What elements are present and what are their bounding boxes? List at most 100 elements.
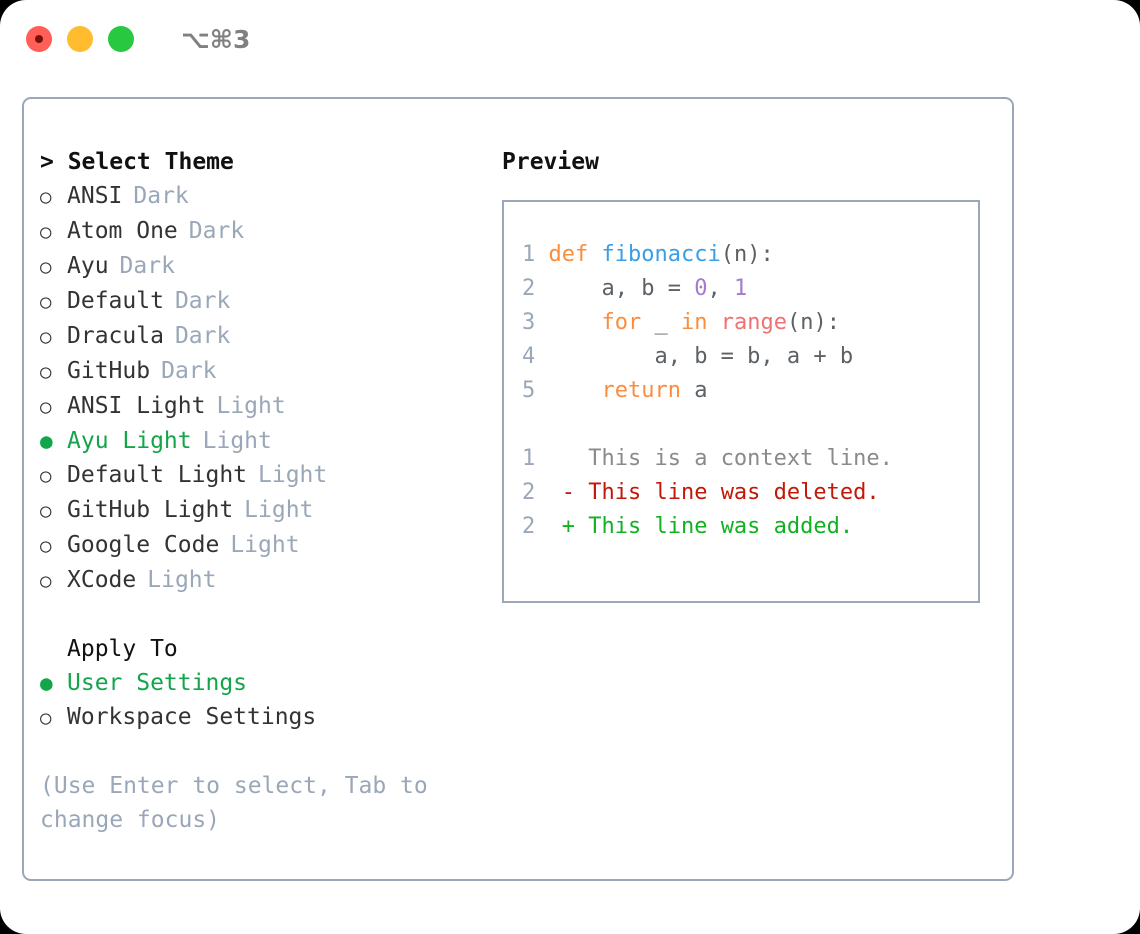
radio-unselected-icon: ○ [40, 535, 52, 557]
radio-unselected-icon: ○ [40, 707, 52, 729]
code-token: return [601, 378, 681, 403]
theme-option[interactable]: ○ Default Dark [40, 284, 470, 319]
theme-option-label: ANSI [67, 183, 123, 209]
radio-selected-icon: ● [40, 671, 53, 695]
diff-line: 2 - This line was deleted. [522, 476, 978, 510]
close-button[interactable] [26, 26, 52, 52]
minimize-button[interactable] [67, 26, 93, 52]
line-number: 2 [522, 514, 562, 539]
code-token: for [601, 310, 642, 335]
theme-option-label: Ayu [67, 253, 109, 279]
theme-option-tag: Light [244, 497, 314, 523]
theme-option-tag: Light [258, 462, 328, 488]
diff-line: 2 + This line was added. [522, 510, 978, 544]
code-token: def [548, 242, 602, 267]
apply-to-heading: Apply To [67, 636, 178, 662]
radio-unselected-icon: ○ [40, 186, 52, 208]
code-token [549, 378, 602, 403]
theme-option[interactable]: ○ Dracula Dark [40, 319, 470, 354]
apply-to-option[interactable]: ○ Workspace Settings [40, 700, 470, 735]
theme-option[interactable]: ○ XCode Light [40, 563, 470, 598]
radio-unselected-icon: ○ [40, 221, 52, 243]
diff-line-text: This is a context line. [561, 446, 893, 471]
theme-option[interactable]: ○ ANSI Dark [40, 179, 470, 214]
code-token: 0 [694, 276, 708, 301]
select-theme-heading: > Select Theme [40, 149, 234, 175]
code-line: 2 a, b = 0, 1 [522, 272, 978, 306]
apply-to-option-label: User Settings [67, 670, 248, 696]
code-token: (n): [786, 310, 840, 335]
radio-unselected-icon: ○ [40, 396, 52, 418]
line-number: 5 [522, 378, 549, 403]
theme-option-label: Dracula [67, 323, 164, 349]
apply-to-option[interactable]: ● User Settings [40, 666, 470, 700]
radio-unselected-icon: ○ [40, 500, 52, 522]
code-token: (n): [720, 242, 774, 267]
radio-unselected-icon: ○ [40, 326, 52, 348]
code-token: fibonacci [601, 242, 721, 267]
code-diff-separator [522, 408, 978, 442]
theme-option-tag: Light [230, 532, 300, 558]
diff-line-text: + This line was added. [561, 514, 854, 539]
theme-option-tag: Dark [174, 323, 231, 349]
line-number: 1 [522, 242, 549, 267]
apply-to-option-label: Workspace Settings [67, 704, 317, 730]
theme-option-tag: Light [216, 393, 286, 419]
theme-option-label: Google Code [67, 532, 220, 558]
theme-option-label: XCode [67, 567, 137, 593]
theme-option-tag: Light [147, 567, 217, 593]
line-number: 2 [522, 276, 549, 301]
radio-unselected-icon: ○ [40, 291, 52, 313]
radio-unselected-icon: ○ [40, 570, 52, 592]
theme-option[interactable]: ○ GitHub Dark [40, 354, 470, 389]
theme-option-label: GitHub Light [67, 497, 234, 523]
preview-panel: Preview 1 def fibonacci(n):2 a, b = 0, 1… [502, 145, 992, 603]
line-number: 2 [522, 480, 562, 505]
theme-option-tag: Dark [174, 288, 231, 314]
radio-selected-icon: ● [40, 429, 53, 453]
theme-option-tag: Dark [133, 183, 189, 209]
line-number: 1 [522, 446, 562, 471]
theme-option[interactable]: ○ GitHub Light Light [40, 493, 470, 528]
theme-option[interactable]: ○ Google Code Light [40, 528, 470, 563]
theme-option-tag: Dark [188, 218, 245, 244]
theme-option-label: Ayu Light [67, 428, 192, 454]
code-token: a, b = b, a + b [548, 344, 854, 369]
diff-line-text: - This line was deleted. [561, 480, 880, 505]
code-token [549, 310, 602, 335]
code-token: a [680, 378, 708, 403]
code-token: _ [641, 310, 681, 335]
theme-option-tag: Dark [161, 358, 217, 384]
list-spacer [40, 598, 470, 632]
code-token: a, b = [548, 276, 695, 301]
radio-unselected-icon: ○ [40, 256, 52, 278]
maximize-button[interactable] [108, 26, 134, 52]
line-number: 3 [522, 310, 549, 335]
code-token: in [680, 310, 708, 335]
keyboard-shortcut-label: ⌥⌘3 [181, 24, 251, 54]
code-token: , [707, 276, 734, 301]
line-number: 4 [522, 344, 549, 369]
code-line: 5 return a [522, 374, 978, 408]
diff-line: 1 This is a context line. [522, 442, 978, 476]
preview-heading: Preview [502, 149, 599, 175]
theme-option-label: Default [67, 288, 164, 314]
theme-option-label: GitHub [67, 358, 151, 384]
code-line: 4 a, b = b, a + b [522, 340, 978, 374]
radio-unselected-icon: ○ [40, 361, 52, 383]
title-bar: ⌥⌘3 [0, 0, 1140, 78]
code-line: 3 for _ in range(n): [522, 306, 978, 340]
apply-to-list: ● User Settings ○ Workspace Settings [40, 666, 470, 735]
code-token [707, 310, 720, 335]
